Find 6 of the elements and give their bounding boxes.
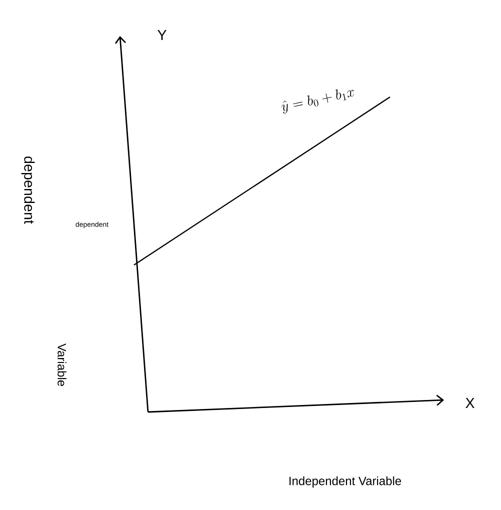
- axis-label: Variable: [58, 343, 66, 386]
- axis-label: dependent: [21, 156, 35, 224]
- axis-letter: X: [466, 398, 474, 408]
- regression-equation: $\hat{y} = b_0 + b_1 x$: [282, 89, 354, 114]
- axis-letter: Y: [158, 30, 166, 40]
- axis-label: Independent Variable: [290, 476, 402, 488]
